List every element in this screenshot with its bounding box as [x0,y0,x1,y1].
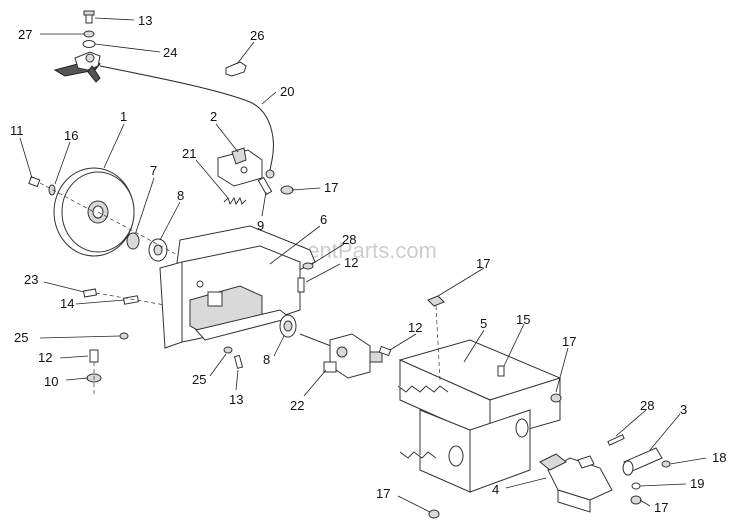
nut-25a [119,332,129,340]
callout-19: 19 [690,476,704,491]
callout-13-lower: 13 [229,392,243,407]
callout-3: 3 [680,402,687,417]
bearing-8-lower [279,314,297,338]
callout-10: 10 [44,374,58,389]
frame-5 [397,339,562,493]
bolt-12-top [297,277,305,293]
callout-12-left: 12 [38,350,52,365]
bracket-2 [217,147,263,187]
callout-17-lower-right: 17 [654,500,668,515]
callout-6: 6 [320,212,327,227]
callout-25-lower: 25 [192,372,206,387]
callout-2: 2 [210,109,217,124]
bolt-28-right [607,434,625,446]
nut-17-right [550,393,562,403]
callout-20: 20 [280,84,294,99]
callout-12-upper: 12 [344,255,358,270]
pin-9 [257,176,273,196]
bolt-13-top [83,10,95,24]
control-lever [53,51,101,83]
callout-14: 14 [60,296,74,311]
callout-17-bottom: 17 [376,486,390,501]
callout-12-mid: 12 [408,320,422,335]
nut-17-lower-right [630,495,642,505]
bolt-12-left [89,349,99,363]
nut-25b [223,346,233,354]
bolt-14 [123,295,139,305]
leader-lines [19,17,707,513]
callout-26: 26 [250,28,264,43]
bolt-12-mid [378,345,392,357]
nut-17-bottom [428,509,440,519]
callout-17-top: 17 [476,256,490,271]
spring-21 [223,196,247,206]
callout-17-cable: 17 [324,180,338,195]
gearbox-22 [299,333,383,379]
nut-17-top [427,295,445,307]
callout-8-upper: 8 [177,188,184,203]
washer-19 [631,482,641,490]
callout-11: 11 [10,123,24,138]
nut-24 [82,40,96,48]
shaft-3 [622,447,663,476]
callout-5: 5 [480,316,487,331]
callout-27: 27 [18,27,32,42]
callout-22: 22 [290,398,304,413]
callout-28-right: 28 [640,398,654,413]
callout-18: 18 [712,450,726,465]
bolt-13-lower [233,354,244,369]
washer-16 [48,184,56,196]
motor-4 [539,453,613,513]
callout-4: 4 [492,482,499,497]
callout-28-upper: 28 [342,232,356,247]
callout-15: 15 [516,312,530,327]
bolt-23 [82,288,98,298]
callout-16: 16 [64,128,78,143]
callout-24: 24 [163,45,177,60]
callout-17-right: 17 [562,334,576,349]
callout-8-lower: 8 [263,352,270,367]
pulley-1 [53,167,135,257]
callout-23: 23 [24,272,38,287]
bolt-11 [28,176,41,188]
callout-7: 7 [150,163,157,178]
callout-1: 1 [120,109,127,124]
callout-21: 21 [182,146,196,161]
callout-labels: 13 27 24 26 20 1 2 11 16 21 7 8 9 17 6 2… [10,13,726,515]
spacer-7 [126,232,140,250]
bearing-8-upper [148,238,168,262]
callout-9: 9 [257,218,264,233]
nut-18 [661,460,671,468]
clip-26 [225,61,247,77]
pin-15 [497,365,505,377]
washer-27 [83,30,95,38]
callout-13-top: 13 [138,13,152,28]
washer-28a [302,262,314,270]
nut-17-cable [280,185,294,195]
callout-25-left: 25 [14,330,28,345]
